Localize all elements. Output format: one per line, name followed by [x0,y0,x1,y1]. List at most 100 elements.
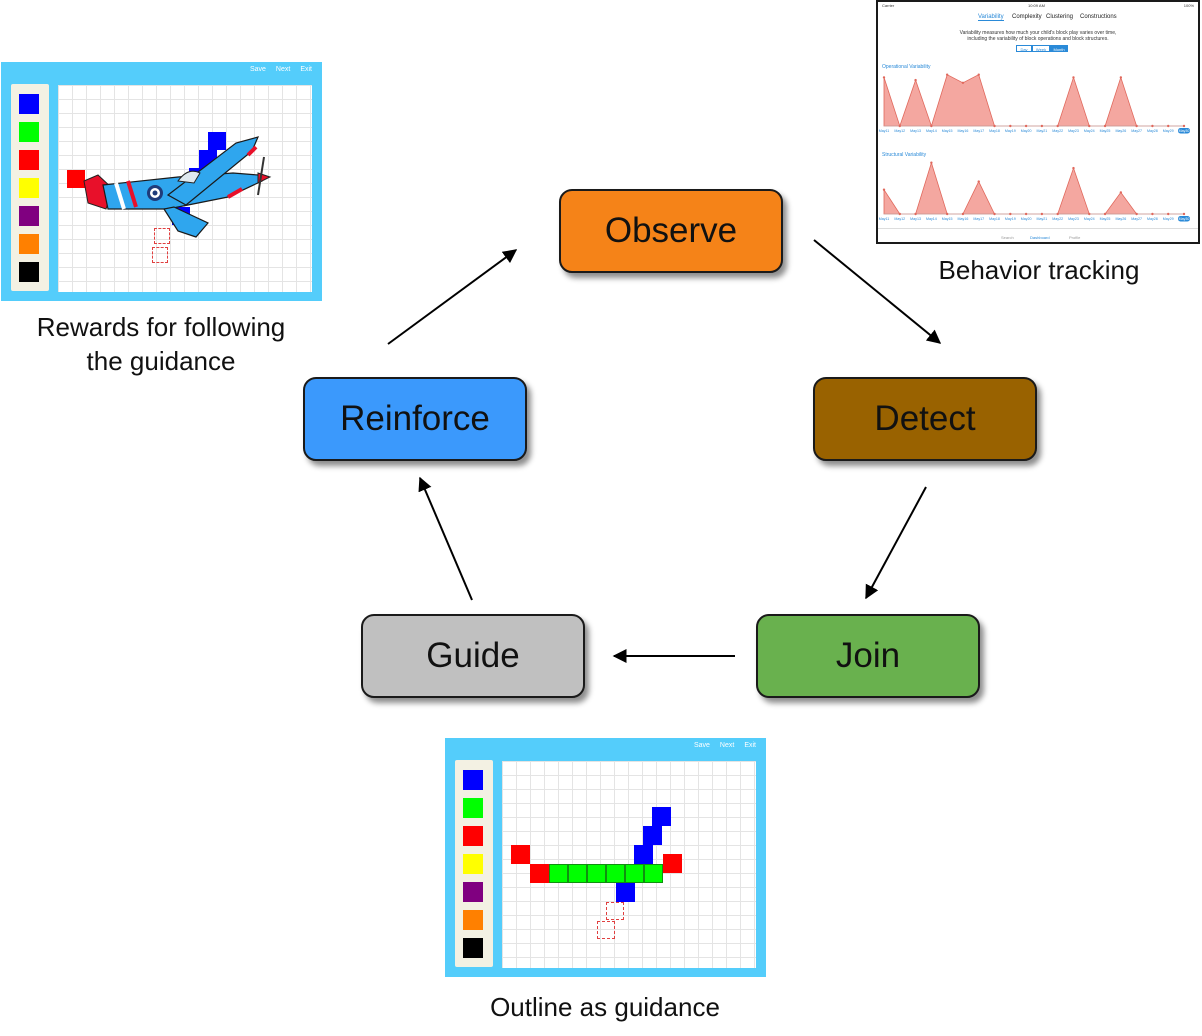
variability-description-line2: including the variability of block opera… [967,36,1109,42]
x-tick-label: May20 [1021,217,1032,221]
next-button[interactable]: Next [275,66,291,73]
palette-swatch-yellow[interactable] [463,854,483,874]
tab-variability[interactable]: Variability [978,14,1004,21]
palette-swatch-green[interactable] [463,798,483,818]
x-tick-label: May12 [894,217,905,221]
x-tick-label: May14 [926,129,937,133]
data-point [882,76,886,79]
palette-swatch-blue[interactable] [19,94,39,114]
data-point [1119,191,1123,194]
next-button[interactable]: Next [719,742,735,749]
nav-profile[interactable]: Profile [1069,235,1081,240]
guidance-app-screenshot: Save Next Exit [445,738,766,977]
palette-swatch-red[interactable] [19,150,39,170]
x-tick-label: May17 [973,217,984,221]
x-tick-label: May19 [1005,129,1016,133]
arrow-detect-to-join [865,486,927,600]
block-red [67,170,85,188]
data-point [1167,124,1170,128]
build-canvas[interactable] [502,761,756,968]
x-tick-label: May27 [1131,217,1142,221]
exit-button[interactable]: Exit [300,66,312,73]
x-tick-label: May23 [1068,129,1079,133]
palette-swatch-yellow[interactable] [19,178,39,198]
behavior-caption: Behavior tracking [938,255,1140,285]
tab-complexity[interactable]: Complexity [1012,14,1042,20]
data-point [1135,212,1138,216]
palette-swatch-blue[interactable] [463,770,483,790]
build-canvas[interactable] [58,85,312,292]
data-point [1182,212,1186,216]
block-red [663,854,682,873]
x-tick-label: May12 [894,129,905,133]
palette-swatch-black[interactable] [463,938,483,958]
nav-search[interactable]: Search [1001,235,1014,240]
x-tick-label: May22 [1052,129,1063,133]
palette-swatch-orange[interactable] [19,234,39,254]
palette-swatch-orange[interactable] [463,910,483,930]
x-tick-label: May23 [1068,217,1079,221]
data-point [930,161,933,164]
behavior-dashboard-screenshot: Carrier 10:09 AM 100% Variability Comple… [876,0,1200,244]
range-week[interactable]: Week [1032,45,1050,52]
data-point [1056,124,1059,128]
block-green [644,864,663,883]
data-point [1009,212,1012,216]
exit-button[interactable]: Exit [744,742,756,749]
airplane-reward-icon [83,136,272,238]
x-tick-label: May15 [942,129,953,133]
palette-swatch-purple[interactable] [463,882,483,902]
area-series [883,161,1184,215]
range-day[interactable]: Day [1016,45,1032,52]
selected-tick-highlight [1178,128,1190,134]
palette-swatch-black[interactable] [19,262,39,282]
palette-swatch-green[interactable] [19,122,39,142]
data-point [977,73,980,76]
data-point [930,124,933,128]
x-tick-label: May18 [989,129,1000,133]
save-button[interactable]: Save [693,742,710,749]
rewards-caption-line1: Rewards for following [36,312,286,342]
x-tick-label: May21 [1036,217,1047,221]
data-point [1024,212,1028,216]
data-point [1088,212,1091,216]
tab-constructions[interactable]: Constructions [1080,14,1117,20]
x-tick-label: May28 [1147,217,1158,221]
x-tick-label: May16 [958,217,969,221]
range-month[interactable]: Month [1050,45,1068,52]
data-point [1088,124,1091,128]
palette-swatch-purple[interactable] [19,206,39,226]
outline-block [152,247,168,263]
save-button[interactable]: Save [249,66,266,73]
block-blue [643,826,662,845]
data-point [945,73,949,76]
reinforce-node: Reinforce [303,377,527,461]
block-green [568,864,587,883]
data-point [1135,124,1138,128]
nav-dashboard[interactable]: Dashboard [1030,235,1050,240]
palette-swatch-red[interactable] [463,826,483,846]
data-point [961,212,965,216]
x-tick-label: May11 [879,129,890,133]
data-point [1056,212,1059,216]
reward-app-screenshot: Save Next Exit [1,62,322,301]
detect-node: Detect [813,377,1037,461]
data-point [898,212,901,216]
arrow-reinforce-to-observe [387,249,518,345]
arrow-guide-to-reinforce [418,476,473,601]
area-series [883,74,1184,128]
tab-clustering[interactable]: Clustering [1046,14,1074,20]
block-green [587,864,606,883]
data-point [1119,76,1123,79]
outline-block [154,228,170,244]
join-node: Join [756,614,980,698]
data-point [1151,212,1154,216]
data-point [1072,166,1075,170]
data-point [945,212,949,216]
x-tick-label: May24 [1084,217,1095,221]
x-tick-label: May29 [1163,217,1174,221]
guide-node: Guide [361,614,585,698]
data-point [1151,124,1154,128]
